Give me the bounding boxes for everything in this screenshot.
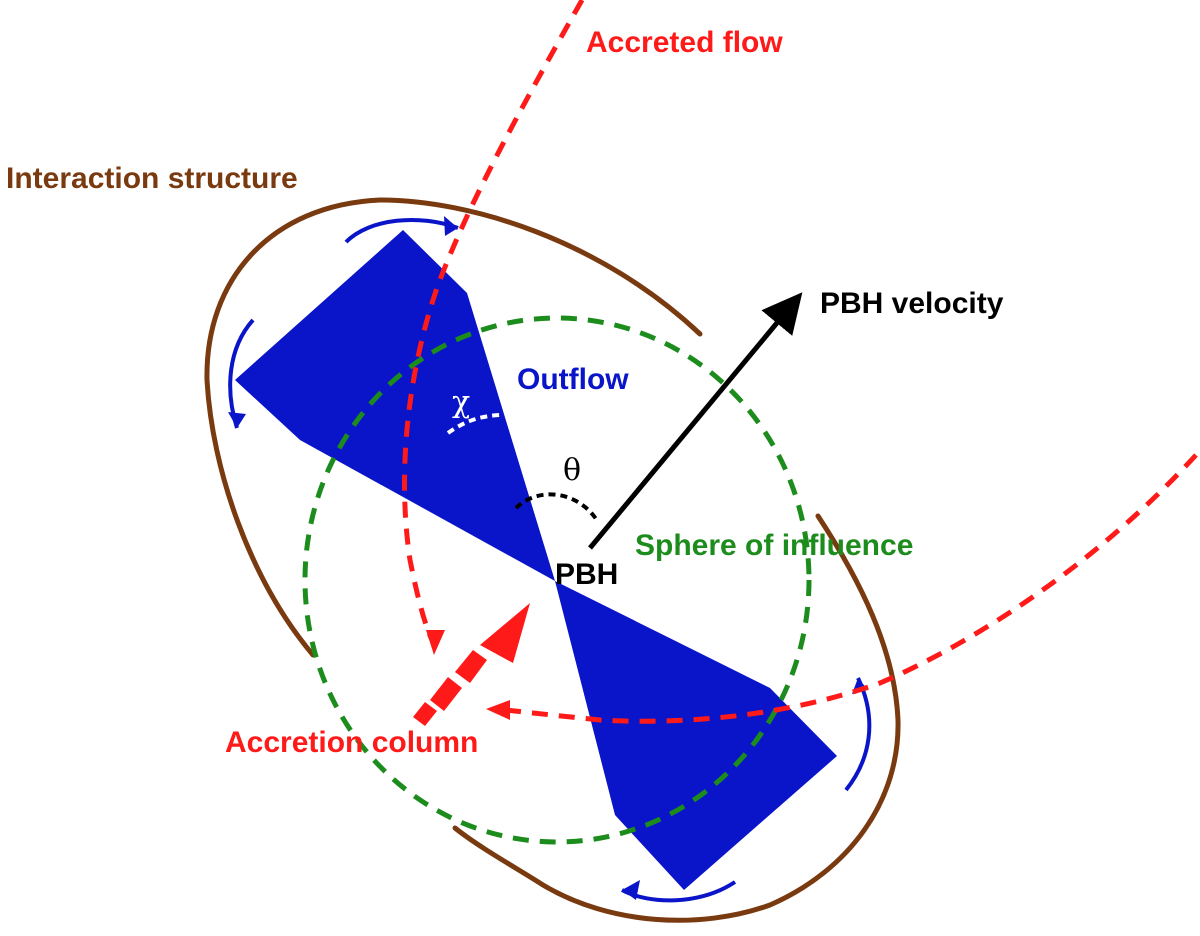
angle-chi-arc	[446, 413, 501, 435]
label-outflow: Outflow	[517, 363, 629, 396]
label-pbh: PBH	[555, 558, 618, 591]
label-pbh-velocity: PBH velocity	[820, 287, 1004, 320]
interaction-structure	[204, 197, 901, 923]
label-theta: θ	[563, 453, 581, 488]
label-sphere-of-influence: Sphere of influence	[635, 529, 913, 562]
angle-theta-arc	[514, 492, 600, 524]
accreted-flow-arrowheads	[426, 630, 510, 720]
outflow-cone-upper	[235, 230, 555, 581]
accreted-flow-streamlines	[402, 0, 1198, 724]
pbh-velocity-arrow	[588, 292, 803, 550]
label-accretion-column: Accretion column	[225, 726, 478, 759]
accretion-column	[413, 603, 530, 726]
label-interaction-structure: Interaction structure	[6, 162, 298, 195]
outflow-cone-lower	[555, 581, 837, 890]
label-accreted-flow: Accreted flow	[586, 26, 783, 59]
label-chi: χ	[452, 385, 470, 420]
sphere-of-influence	[302, 315, 812, 845]
